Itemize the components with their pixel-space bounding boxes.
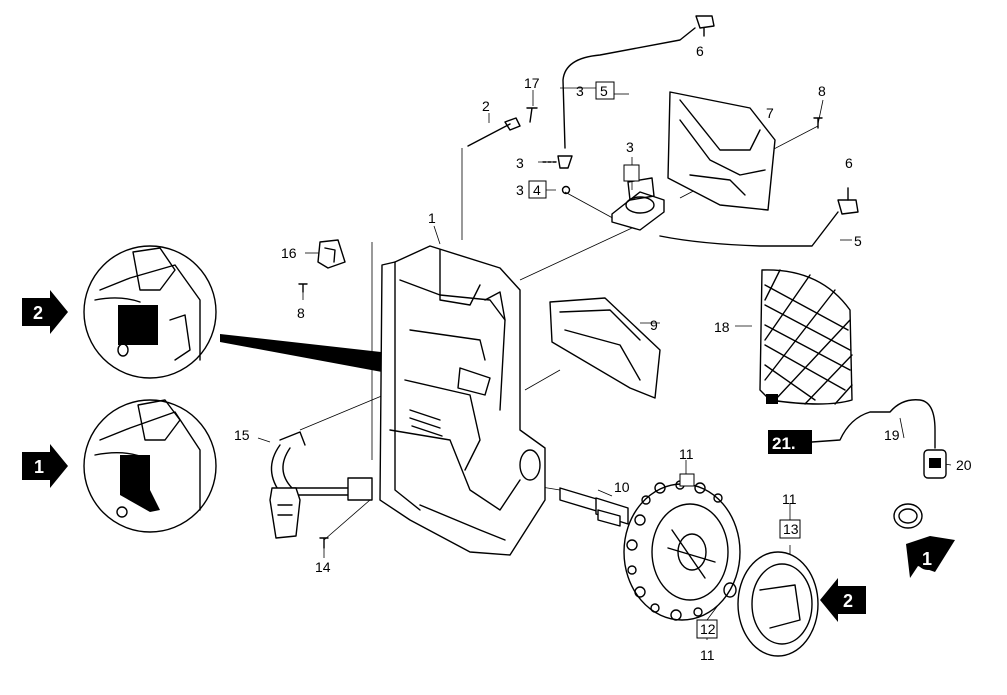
part-16-clip — [317, 239, 346, 269]
callout-3-low: 3 — [516, 182, 524, 198]
hose-top — [542, 27, 696, 195]
badge-21: 21. — [768, 430, 812, 454]
callout-10: 10 — [614, 479, 630, 495]
box-11-frame — [679, 473, 695, 487]
arrow-2-right: 2 — [820, 578, 866, 622]
svg-text:2: 2 — [843, 591, 853, 611]
callout-5: 5 — [854, 233, 862, 249]
part-7-cover — [667, 91, 776, 211]
part-2-spring — [467, 117, 521, 147]
callout-19: 19 — [884, 427, 900, 443]
callout-11-ring: 11 — [700, 647, 715, 663]
part-9-panel — [549, 297, 661, 399]
callout-16: 16 — [281, 245, 297, 261]
callout-2: 2 — [482, 98, 490, 114]
part-20-weight — [923, 449, 947, 479]
svg-text:2: 2 — [33, 303, 43, 323]
arrow-2-left: 2 — [22, 290, 68, 334]
arrow-1-left: 1 — [22, 444, 68, 488]
part-5-hose — [659, 211, 839, 247]
svg-text:21.: 21. — [772, 434, 796, 453]
callout-box-13: 13 — [783, 521, 799, 537]
part-11-wheel — [623, 480, 741, 621]
box-13-frame — [779, 519, 801, 539]
callout-3-mid: 3 — [516, 155, 524, 171]
detail-circle-bottom — [83, 399, 217, 533]
callout-11-wheel: 11 — [679, 446, 694, 462]
callout-labels: 1 2 17 3 5 3 3 4 3 6 7 8 6 5 16 8 9 18 1… — [234, 43, 972, 663]
part-3-valve — [611, 177, 665, 231]
callout-20: 20 — [956, 457, 972, 473]
round-cap — [893, 503, 923, 529]
main-housing — [379, 245, 546, 556]
callout-box-5: 5 — [600, 83, 608, 99]
box-12-frame — [696, 619, 718, 639]
part-19-hose — [811, 399, 936, 449]
callout-box-4: 4 — [533, 182, 541, 198]
svg-text:1: 1 — [34, 457, 44, 477]
box-4-frame — [528, 180, 547, 199]
part-6-connector-right — [837, 187, 859, 215]
callout-18: 18 — [714, 319, 730, 335]
part-18-mesh — [759, 269, 853, 405]
part-15-handle — [269, 431, 373, 539]
callout-box-12: 12 — [700, 621, 716, 637]
part-6-connector-top — [695, 15, 715, 37]
callout-15: 15 — [234, 427, 250, 443]
callout-1: 1 — [428, 210, 436, 226]
part-14-screw — [319, 537, 329, 549]
callout-11-cap: 11 — [782, 491, 797, 507]
callout-3-top: 3 — [576, 83, 584, 99]
part-13-hubcap — [737, 551, 819, 657]
box-5-frame — [595, 81, 615, 100]
svg-text:1: 1 — [922, 549, 932, 569]
callout-8-right: 8 — [818, 83, 826, 99]
detail-circle-top — [83, 245, 217, 379]
callout-6-top: 6 — [696, 43, 704, 59]
callout-3-valve: 3 — [626, 139, 634, 155]
callout-8-left: 8 — [297, 305, 305, 321]
box-3-frame — [623, 164, 640, 182]
callout-14: 14 — [315, 559, 331, 575]
part-17-screw — [526, 107, 538, 123]
callout-7: 7 — [766, 105, 774, 121]
part-12-ring — [723, 582, 737, 598]
part-8-screw-right — [813, 117, 823, 129]
callout-17: 17 — [524, 75, 540, 91]
part-10-axle — [559, 487, 629, 527]
arrow-1-right: 1 — [906, 536, 955, 578]
callout-6-right: 6 — [845, 155, 853, 171]
callout-9: 9 — [650, 317, 658, 333]
part-8-screw-left — [298, 283, 308, 293]
